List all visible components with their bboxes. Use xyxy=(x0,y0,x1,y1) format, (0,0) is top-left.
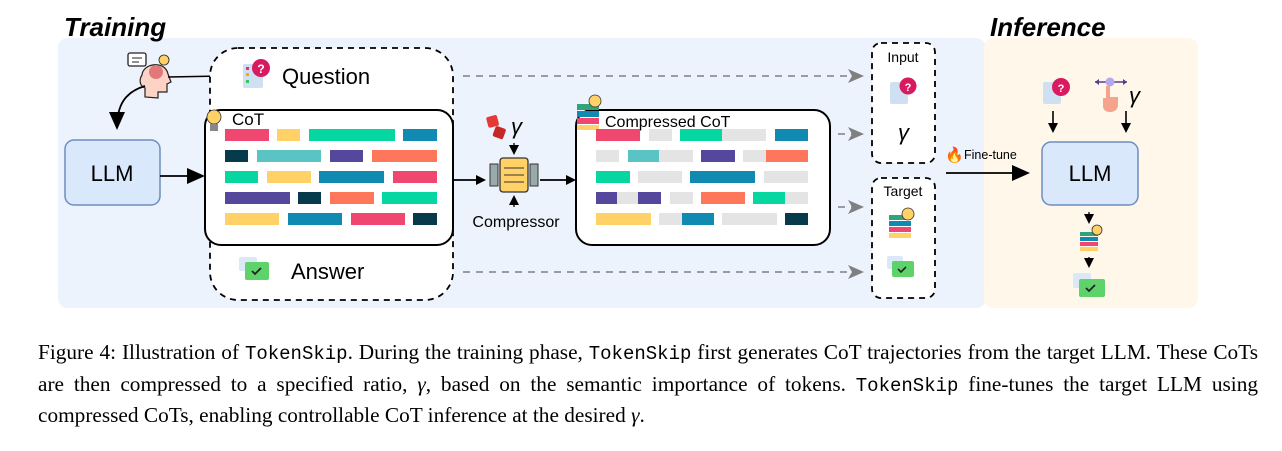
pruned-token-bar xyxy=(638,171,682,183)
cot-token-bars xyxy=(225,129,437,225)
token-bar xyxy=(596,192,617,204)
pruned-token-bar xyxy=(722,129,766,141)
figure-caption: Figure 4: Illustration of TokenSkip. Dur… xyxy=(38,338,1258,431)
llm-label: LLM xyxy=(91,161,134,186)
caption-gamma: γ xyxy=(631,403,640,427)
token-bar xyxy=(225,192,290,204)
compressed-cot-icon xyxy=(1080,224,1103,251)
pruned-token-bar xyxy=(743,150,766,162)
fine-tune-label: Fine-tune xyxy=(964,148,1017,162)
lightbulb-icon xyxy=(206,109,222,131)
token-bar xyxy=(690,171,755,183)
compressed-token-bars xyxy=(596,129,808,225)
token-bar xyxy=(330,150,363,162)
pruned-token-bar xyxy=(764,171,808,183)
pruned-token-bar xyxy=(649,129,672,141)
training-title: Training xyxy=(64,12,166,42)
dice-icon xyxy=(486,115,506,140)
token-bar xyxy=(225,129,269,141)
caption-text: first generates CoT trajectories from th… xyxy=(38,340,1258,396)
llm-inference-label: LLM xyxy=(1069,161,1112,186)
caption-text: . During the training phase, xyxy=(347,340,589,364)
token-bar xyxy=(225,213,279,225)
compressed-cot-icon xyxy=(889,207,915,238)
token-bar xyxy=(775,129,808,141)
token-bar xyxy=(701,192,745,204)
token-bar xyxy=(701,150,735,162)
pruned-token-bar xyxy=(670,192,693,204)
question-label: Question xyxy=(282,64,370,89)
answer-label: Answer xyxy=(291,259,364,284)
answer-icon xyxy=(239,257,269,280)
token-bar xyxy=(766,150,808,162)
svg-text:?: ? xyxy=(905,82,912,94)
token-bar xyxy=(288,213,342,225)
question-icon: ? xyxy=(243,59,270,88)
token-bar xyxy=(257,150,321,162)
token-bar xyxy=(277,129,300,141)
cot-label: CoT xyxy=(232,110,264,129)
token-bar xyxy=(596,171,630,183)
svg-text:?: ? xyxy=(1058,83,1065,95)
caption-gamma: γ xyxy=(417,371,426,396)
pruned-token-bar xyxy=(659,150,693,162)
input-label: Input xyxy=(887,49,918,65)
token-bar xyxy=(225,150,248,162)
compressed-cot-label: Compressed CoT xyxy=(605,114,731,131)
token-bar xyxy=(267,171,311,183)
inference-gamma: γ xyxy=(1129,83,1142,108)
pruned-token-bar xyxy=(722,213,777,225)
answer-icon xyxy=(887,256,914,277)
llm-inference-box xyxy=(1041,141,1139,206)
token-bar xyxy=(628,150,659,162)
token-bar xyxy=(596,129,640,141)
inference-title: Inference xyxy=(990,12,1106,42)
token-bar xyxy=(680,129,722,141)
token-bar xyxy=(785,213,808,225)
token-bar xyxy=(753,192,785,204)
caption-text: . xyxy=(639,403,645,427)
thinking-head-icon xyxy=(127,52,172,99)
input-gamma: γ xyxy=(898,120,911,145)
token-bar xyxy=(351,213,405,225)
token-bar xyxy=(319,171,384,183)
token-bar xyxy=(225,171,258,183)
caption-text: Figure 4: Illustration of xyxy=(38,340,245,364)
question-icon: ? xyxy=(890,77,917,104)
token-bar xyxy=(596,213,651,225)
svg-text:?: ? xyxy=(257,62,264,76)
caption-text: , based on the semantic importance of to… xyxy=(425,371,856,396)
compressor-gamma: γ xyxy=(511,114,524,139)
answer-icon xyxy=(1073,273,1105,297)
caption-code: TokenSkip xyxy=(855,374,959,397)
pruned-token-bar xyxy=(596,150,619,162)
token-bar xyxy=(403,129,437,141)
target-label: Target xyxy=(884,183,923,199)
caption-code: TokenSkip xyxy=(588,343,692,365)
caption-text: fine-tunes the target LLM using compress… xyxy=(38,371,1258,428)
fire-icon: 🔥 xyxy=(945,146,964,164)
compressor-icon xyxy=(489,143,539,207)
token-bar xyxy=(413,213,437,225)
token-bar xyxy=(638,192,661,204)
token-bar xyxy=(372,150,437,162)
token-bar xyxy=(298,192,321,204)
pruned-token-bar xyxy=(785,192,808,204)
token-bar xyxy=(309,129,395,141)
arrow-head-to-llm xyxy=(109,85,146,130)
pruned-token-bar xyxy=(659,213,682,225)
token-bar xyxy=(382,192,437,204)
token-bar xyxy=(682,213,714,225)
pruned-token-bar xyxy=(617,192,638,204)
compressed-stack-icon xyxy=(577,94,602,130)
compressor-label: Compressor xyxy=(472,214,560,231)
llm-box xyxy=(64,139,161,206)
token-bar xyxy=(330,192,374,204)
slider-hand-icon xyxy=(1095,77,1127,112)
diagram: Training Inference LLM ? Question Answer… xyxy=(58,12,1198,308)
question-icon: ? xyxy=(1043,78,1070,104)
caption-code: TokenSkip xyxy=(244,343,348,365)
token-bar xyxy=(393,171,437,183)
